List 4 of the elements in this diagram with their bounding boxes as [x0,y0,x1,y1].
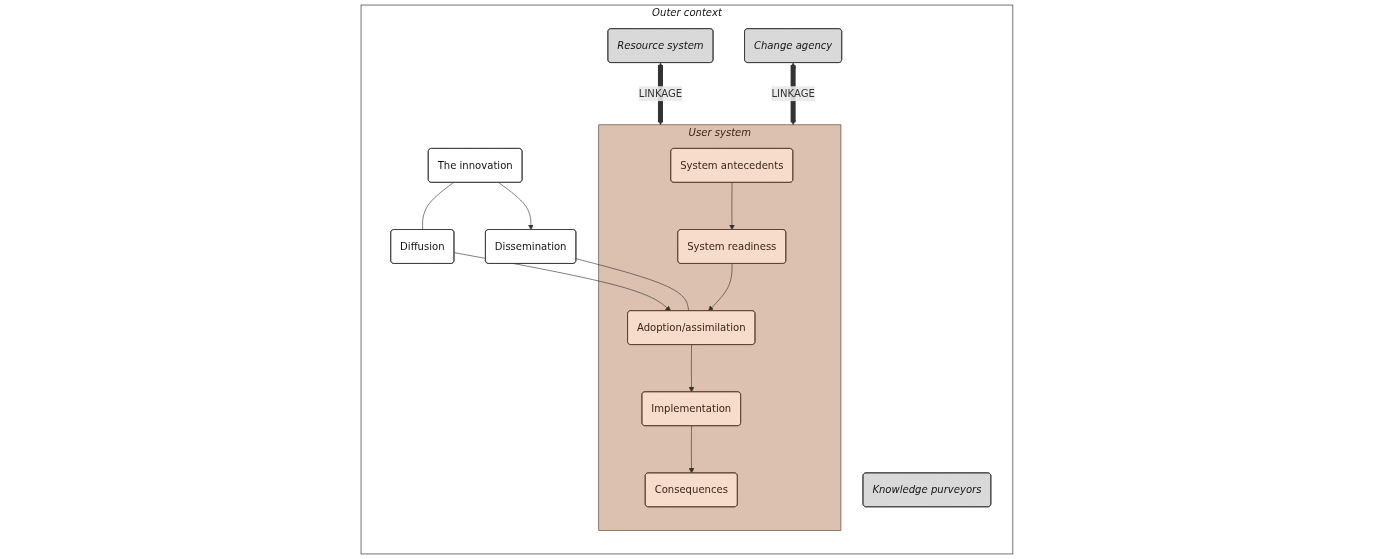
connector [575,258,689,312]
edge-label: LINKAGE [638,87,682,100]
connector [421,182,454,231]
edge-label: LINKAGE [770,87,815,100]
